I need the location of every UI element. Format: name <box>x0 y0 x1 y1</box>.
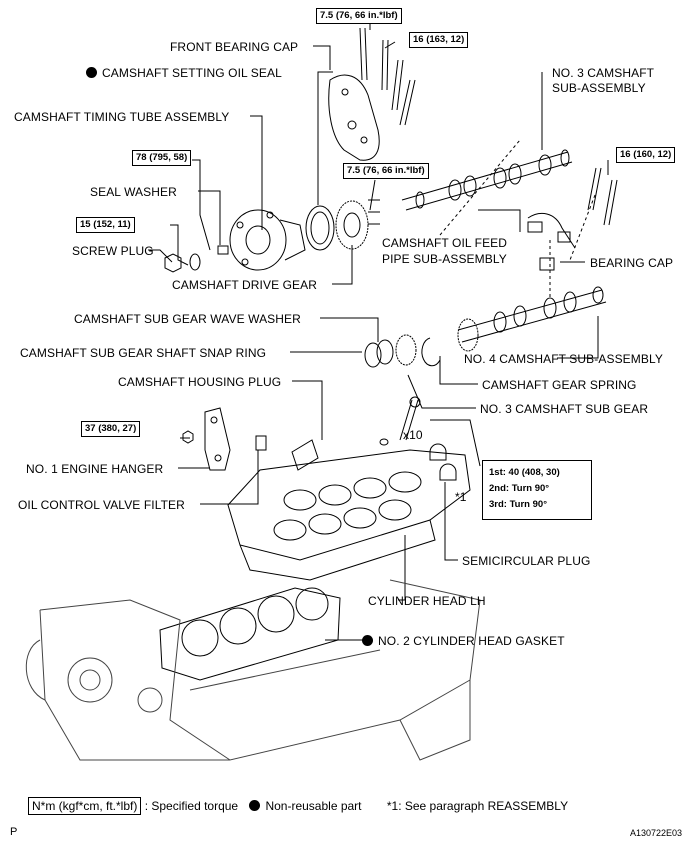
leader-screw-plug <box>148 249 173 263</box>
label-semicircular-plug: SEMICIRCULAR PLUG <box>462 554 591 568</box>
torque-screw-plug: 15 (152, 11) <box>76 217 135 233</box>
label-no1-engine-hanger: NO. 1 ENGINE HANGER <box>26 462 164 476</box>
leader-housing-plug <box>292 380 323 440</box>
leader-oil-feed-pipe <box>478 209 521 232</box>
front-bearing-cap-shape <box>328 74 380 161</box>
label-no3-camshaft-line2: SUB-ASSEMBLY <box>552 81 646 95</box>
label-camshaft-timing-tube-assembly: CAMSHAFT TIMING TUBE ASSEMBLY <box>14 110 230 124</box>
legend: N*m (kgf*cm, ft.*lbf) : Specified torque… <box>28 797 568 815</box>
legend-specified-torque: : Specified torque <box>144 799 239 813</box>
label-camshaft-gear-spring: CAMSHAFT GEAR SPRING <box>482 378 637 392</box>
torque-drive-gear-bolt: 7.5 (76, 66 in.*lbf) <box>343 163 429 179</box>
head-bolt-step-1: 1st: 40 (408, 30) <box>489 467 560 478</box>
leader-wave-washer <box>320 317 379 342</box>
no3-camshaft-shape <box>401 149 573 211</box>
front-cap-bolts <box>359 27 416 126</box>
legend-non-reusable: Non-reusable part <box>265 799 362 813</box>
non-reusable-dot-icon <box>86 67 97 78</box>
leader-no4-camshaft <box>557 316 599 359</box>
label-no3-camshaft-line1: NO. 3 CAMSHAFT <box>552 66 655 80</box>
engine-hanger-shape <box>204 407 231 471</box>
leader-oil-control-valve-filter <box>200 450 259 505</box>
cylinder-head-gasket-shape <box>159 587 341 681</box>
leader-no3-sub-gear <box>407 374 476 409</box>
leader-camshaft-timing-tube <box>250 115 263 230</box>
leader-cylinder-head <box>398 535 406 601</box>
housing-plug-shape <box>291 439 319 471</box>
label-camshaft-sub-gear-wave-washer: CAMSHAFT SUB GEAR WAVE WASHER <box>74 312 301 326</box>
non-reusable-dot-icon <box>249 800 261 811</box>
no4-camshaft-shape <box>457 286 607 352</box>
label-oil-feed-pipe-line2: PIPE SUB-ASSEMBLY <box>382 252 507 266</box>
footer-figure-code: A130722E03 <box>630 828 683 838</box>
leader-semicircular-plug <box>444 482 458 561</box>
head-bolt-step-3: 3rd: Turn 90° <box>489 499 547 510</box>
screw-plug-shape <box>164 253 182 273</box>
torque-engine-hanger-bolt: 37 (380, 27) <box>81 421 141 437</box>
label-seal-washer: SEAL WASHER <box>90 185 177 199</box>
label-cylinder-head-lh: CYLINDER HEAD LH <box>368 594 486 608</box>
label-front-bearing-cap: FRONT BEARING CAP <box>170 40 299 54</box>
leader-front-bearing-cap <box>313 45 331 70</box>
label-oil-feed-pipe-line1: CAMSHAFT OIL FEED <box>382 236 508 250</box>
oil-control-valve-filter-shape <box>255 435 267 451</box>
footer-page-letter: P <box>10 826 18 838</box>
head-bolt-step-2: 2nd: Turn 90° <box>489 483 550 494</box>
non-reusable-dot-icon <box>362 635 373 646</box>
label-no4-camshaft-sub-assembly: NO. 4 CAMSHAFT SUB-ASSEMBLY <box>464 352 663 366</box>
label-screw-plug: SCREW PLUG <box>72 244 154 258</box>
label-camshaft-sub-gear-shaft-snap-ring: CAMSHAFT SUB GEAR SHAFT SNAP RING <box>20 346 267 360</box>
cylinder-head-shape <box>227 449 471 581</box>
torque-bearing-cap-bolt: 16 (160, 12) <box>616 147 676 163</box>
timing-tube-shape <box>229 209 287 271</box>
torque-front-cap-bolt2: 16 (163, 12) <box>409 32 469 48</box>
leader-camshaft-drive-gear <box>332 245 353 285</box>
leader-camshaft-gear-spring <box>439 356 478 385</box>
leader-camshaft-setting-oil-seal <box>317 71 333 205</box>
label-star1: *1 <box>455 490 467 504</box>
torque-front-cap-bolt: 7.5 (76, 66 in.*lbf) <box>316 8 402 24</box>
legend-see-paragraph: *1: See paragraph REASSEMBLY <box>386 799 569 813</box>
label-no3-camshaft-sub-gear: NO. 3 CAMSHAFT SUB GEAR <box>480 402 649 416</box>
torque-oil-seal-bolt: 78 (795, 58) <box>132 150 192 166</box>
bearing-cap-shape <box>539 257 555 271</box>
sub-gear-shape <box>395 334 417 366</box>
engine-block-shape <box>25 579 481 761</box>
label-oil-control-valve-filter: OIL CONTROL VALVE FILTER <box>18 498 185 512</box>
leader-oil-seal-torque <box>192 159 211 251</box>
gear-spring-shape <box>421 337 441 367</box>
label-camshaft-housing-plug: CAMSHAFT HOUSING PLUG <box>118 375 282 389</box>
semicircular-plug-shape <box>439 463 457 481</box>
oil-feed-pipe-shape <box>527 212 576 249</box>
leader-seal-washer <box>198 190 221 245</box>
label-no2-cylinder-head-gasket: NO. 2 CYLINDER HEAD GASKET <box>362 634 565 648</box>
label-camshaft-drive-gear: CAMSHAFT DRIVE GEAR <box>172 278 318 292</box>
label-bearing-cap: BEARING CAP <box>590 256 674 270</box>
head-bolt-torque-steps: 1st: 40 (408, 30) 2nd: Turn 90° 3rd: Tur… <box>482 460 592 520</box>
legend-unit-box: N*m (kgf*cm, ft.*lbf) <box>28 797 142 815</box>
label-x10: x10 <box>403 428 423 442</box>
label-camshaft-setting-oil-seal: CAMSHAFT SETTING OIL SEAL <box>86 66 282 80</box>
